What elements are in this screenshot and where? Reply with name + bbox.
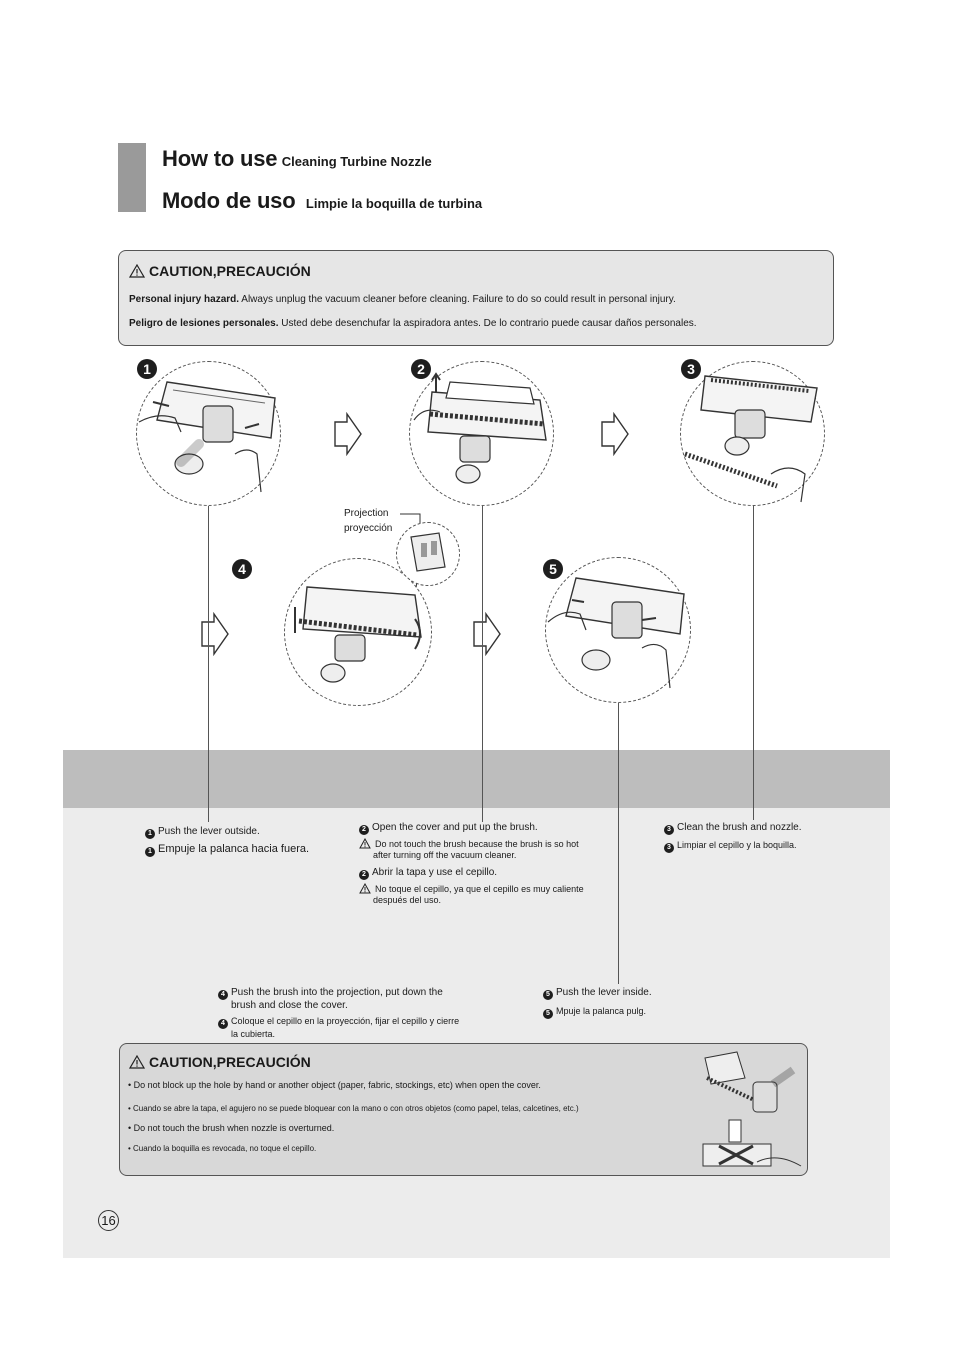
caution-heading-text: CAUTION,PRECAUCIÓN	[149, 263, 311, 279]
page-number: 16	[98, 1210, 119, 1231]
projection-callout: Projection proyección	[344, 506, 392, 536]
page-title-en: How to use	[162, 146, 278, 171]
connector-line-step-3	[753, 506, 754, 820]
caution-heading-top: CAUTION,PRECAUCIÓN	[129, 263, 311, 279]
arrow-right-icon	[473, 612, 501, 656]
step-3-num: 3	[664, 825, 674, 835]
step-4-num: 4	[218, 1018, 228, 1029]
step-5-num: 5	[543, 990, 553, 1000]
step-5-illustration	[545, 557, 691, 703]
step-4-en-1: Push the brush into the projection, put …	[231, 987, 443, 998]
arrow-right-icon	[601, 412, 629, 456]
projection-detail-icon	[410, 532, 446, 572]
title-en-row: How to use Cleaning Turbine Nozzle	[162, 146, 432, 172]
step-2-warn-en-1: Do not touch the brush because the brush…	[375, 839, 579, 849]
step-2-illustration	[409, 361, 554, 506]
caution-line-en: Personal injury hazard. Always unplug th…	[129, 294, 676, 306]
connector-line-step-5	[618, 703, 619, 984]
step-2-warn-es-1: No toque el cepillo, ya que el cepillo e…	[375, 884, 584, 894]
step-1-en: Push the lever outside.	[158, 826, 260, 837]
step-3-num: 3	[664, 842, 674, 853]
step-4-es-1: Coloque el cepillo en la proyección, fij…	[231, 1016, 460, 1026]
section-band	[63, 750, 890, 808]
step-2-warn-en-2: after turning off the vacuum cleaner.	[373, 850, 517, 860]
step-3-illustration	[680, 361, 825, 506]
arrow-right-icon	[201, 612, 229, 656]
projection-label-es: proyección	[344, 523, 393, 534]
caution-en-bold: Personal injury hazard.	[129, 294, 240, 305]
step-4-es-2: la cubierta.	[231, 1028, 276, 1039]
nozzle-lever-in-icon	[547, 577, 685, 689]
step-4-num: 4	[218, 990, 228, 1000]
connector-line-step-1	[208, 506, 209, 822]
warning-triangle-icon	[359, 838, 371, 849]
warning-triangle-icon	[129, 264, 145, 278]
step-3-badge: 3	[681, 359, 701, 379]
title-es-row: Modo de uso Limpie la boquilla de turbin…	[162, 188, 482, 214]
caution-bullet-3: • Do not touch the brush when nozzle is …	[128, 1123, 335, 1133]
step-5-en: Push the lever inside.	[556, 987, 652, 998]
page-subtitle-es: Limpie la boquilla de turbina	[305, 196, 483, 211]
caution-box-bottom: CAUTION,PRECAUCIÓN • Do not block up the…	[119, 1043, 808, 1176]
caution-line-es: Peligro de lesiones personales. Usted de…	[129, 318, 697, 330]
step-1-num: 1	[145, 847, 155, 857]
projection-label-en: Projection	[344, 508, 389, 519]
step-3-en: Clean the brush and nozzle.	[677, 822, 802, 833]
step-1-num: 1	[145, 829, 155, 839]
step-1-illustration	[136, 361, 281, 506]
warning-triangle-icon	[359, 883, 371, 894]
header-accent-bar	[118, 143, 146, 212]
step-1-badge: 1	[137, 359, 157, 379]
connector-line-step-2	[482, 506, 483, 822]
caution-heading-text: CAUTION,PRECAUCIÓN	[149, 1054, 311, 1070]
step-2-es: Abrir la tapa y use el cepillo.	[372, 867, 498, 878]
step-2-badge: 2	[411, 359, 431, 379]
step-4-illustration	[284, 558, 432, 706]
step-2-num: 2	[359, 825, 369, 835]
clean-brush-icon	[684, 375, 818, 503]
arrow-right-icon	[334, 412, 362, 456]
nozzle-close-cover-icon	[294, 586, 422, 683]
step-5-badge: 5	[543, 559, 563, 579]
caution-heading-bottom: CAUTION,PRECAUCIÓN	[129, 1054, 311, 1070]
caution-bullet-1: • Do not block up the hole by hand or an…	[128, 1080, 541, 1090]
caution-es-bold: Peligro de lesiones personales.	[129, 318, 279, 329]
step-4-en-2: brush and close the cover.	[231, 1000, 348, 1011]
instructions-panel	[63, 808, 890, 1258]
caution-es-text: Usted debe desenchufar la aspiradora ant…	[278, 318, 697, 329]
nozzle-lever-out-icon	[138, 381, 276, 493]
step-4-badge: 4	[232, 559, 252, 579]
step-5-num: 5	[543, 1008, 553, 1019]
warning-triangle-icon	[129, 1055, 145, 1069]
page-subtitle-en: Cleaning Turbine Nozzle	[281, 154, 432, 169]
nozzle-open-cover-icon	[413, 372, 547, 484]
caution-en-text: Always unplug the vacuum cleaner before …	[239, 294, 676, 305]
step-3-es: Limpiar el cepillo y la boquilla.	[677, 840, 797, 850]
step-2-en: Open the cover and put up the brush.	[372, 822, 538, 833]
overturned-nozzle-warning-icon	[702, 1051, 802, 1167]
caution-bullet-4: • Cuando la boquilla es revocada, no toq…	[128, 1144, 317, 1153]
step-2-num: 2	[359, 870, 369, 880]
caution-bullet-2: • Cuando se abre la tapa, el agujero no …	[128, 1104, 579, 1113]
step-2-warn-es-2: después del uso.	[373, 895, 442, 905]
page-title-es: Modo de uso	[162, 188, 296, 213]
step-1-es: Empuje la palanca hacia fuera.	[158, 843, 310, 855]
caution-box-top: CAUTION,PRECAUCIÓN Personal injury hazar…	[118, 250, 834, 346]
step-5-es: Mpuje la palanca pulg.	[556, 1006, 647, 1016]
